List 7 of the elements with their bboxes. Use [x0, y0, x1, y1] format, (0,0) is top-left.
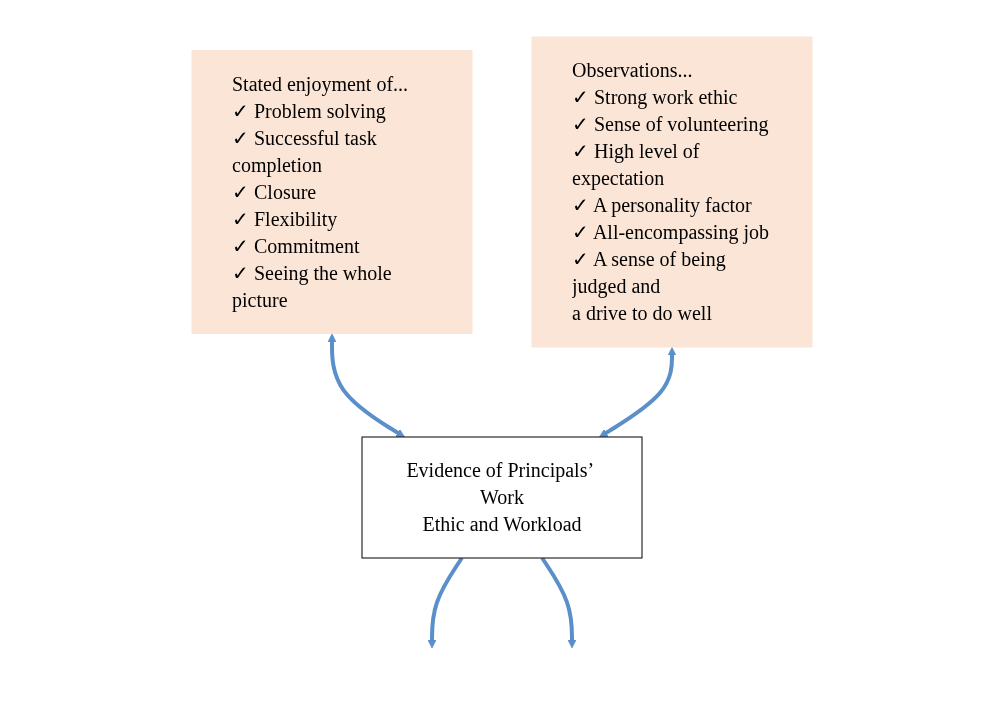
arrow [599, 346, 677, 437]
arrow [540, 556, 577, 648]
arrow [327, 333, 405, 437]
arrow [427, 556, 464, 648]
node-box: Stated enjoyment of... ✓ Problem solving ✓ Successful task completion ✓ Closure ✓ Flexibility ✓ Commitment ✓ Seeing the whole picture [191, 49, 473, 334]
node-box: Observations... ✓ Strong work ethic ✓ Sense of volunteering ✓ High level of expectation ✓ A personality factor ✓ All-encompassing job ✓ A sense of being judged and a drive to do well [531, 36, 813, 347]
node-box: Evidence of Principals’ Work Ethic and Workload [361, 436, 643, 558]
